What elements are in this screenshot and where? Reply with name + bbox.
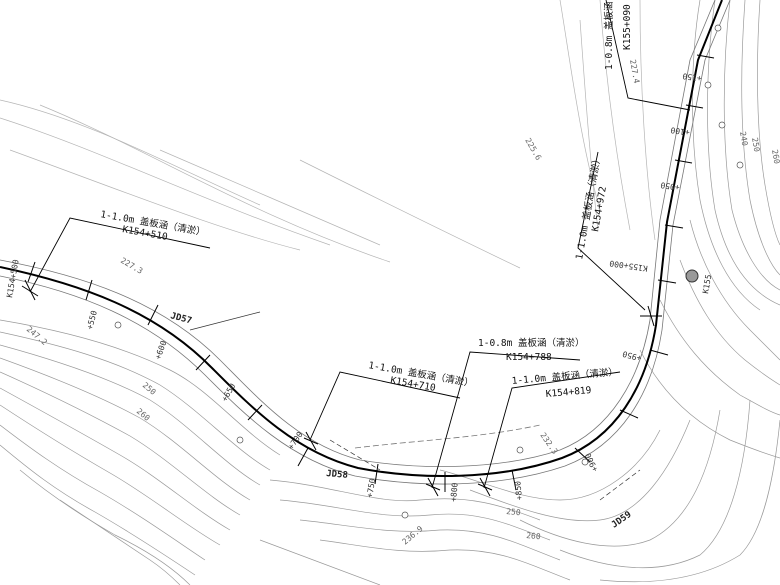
station-p100: +100 (670, 125, 691, 137)
culvert-4-station: K154+819 (545, 385, 592, 400)
spot-height-3: 227.4 (628, 59, 641, 84)
station-p850: +850 (513, 480, 524, 500)
culvert-symbols (21, 269, 699, 497)
culvert-3-station: K154+788 (506, 352, 552, 363)
culvert-6-label: 1-0.8m 盖板涵 (603, 1, 615, 70)
contours-east (639, 0, 780, 459)
culvert-3-label: 1-0.8m 盖板涵（清淤） (478, 337, 585, 349)
contour-label-250b: 250 (506, 507, 521, 517)
culvert-6-station: K155+090 (622, 4, 633, 50)
survey-points (114, 24, 744, 519)
contour-label-260c: 260 (770, 149, 780, 165)
contours-south (0, 319, 281, 585)
station-p750: +750 (365, 478, 377, 499)
jd-markers (189, 311, 641, 501)
station-p800: +800 (449, 482, 460, 502)
contour-label-240: 240 (738, 131, 749, 147)
contour-label-250c: 250 (750, 137, 761, 153)
station-ticks (27, 54, 715, 492)
contour-label-260b: 260 (526, 531, 541, 541)
terrain-lines-north (0, 0, 656, 269)
road-centerline (0, 0, 723, 477)
road-edge-lines (0, 0, 731, 485)
contours-south-central (259, 399, 780, 585)
station-p150: +150 (682, 71, 703, 83)
culvert-leaders (29, 0, 691, 489)
station-k155: K155 (701, 274, 713, 295)
station-p050: +050 (660, 180, 681, 192)
jd58-label: JD58 (326, 469, 348, 481)
